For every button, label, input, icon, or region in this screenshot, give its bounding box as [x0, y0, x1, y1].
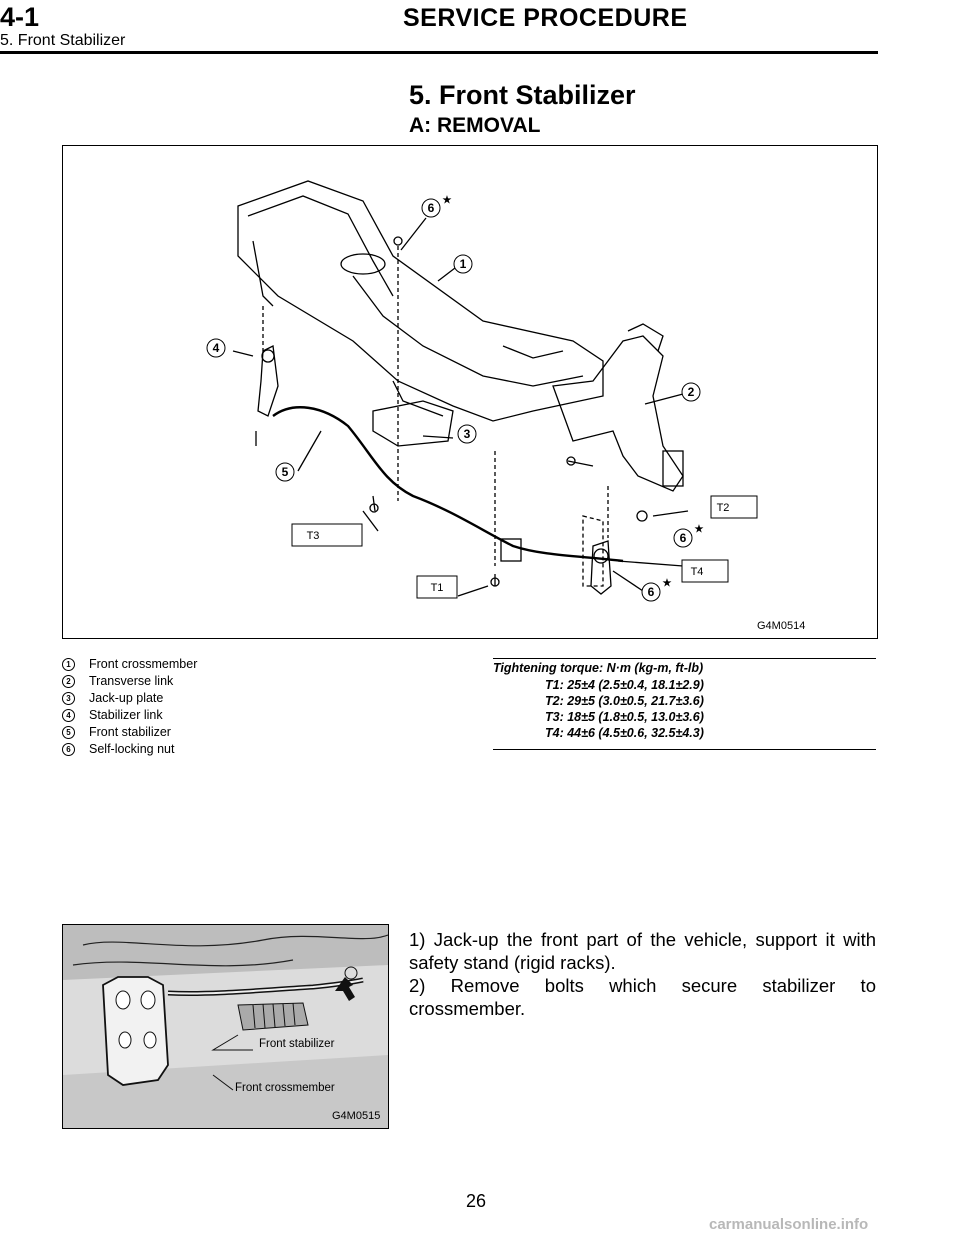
crossmember-body [237, 180, 604, 422]
callout-6-top-number: 6 [428, 201, 435, 215]
callout-4: 4 [206, 338, 226, 358]
legend-label: Transverse link [89, 674, 174, 688]
svg-text:1: 1 [460, 257, 467, 271]
label-front-stabilizer: Front stabilizer [259, 1038, 335, 1050]
legend-label: Stabilizer link [89, 708, 163, 722]
legend-label: Front stabilizer [89, 725, 171, 739]
callout-3: 3 [457, 424, 477, 444]
svg-text:5: 5 [282, 465, 289, 479]
stabilizer-photo: Front stabilizer Front crossmember [62, 924, 389, 1129]
page-title: 5. Front Stabilizer [409, 80, 636, 110]
legend-item: 3 Jack-up plate [62, 690, 197, 707]
callout-6-top-star: ★ [443, 195, 452, 206]
stabilizer-photo-drawing: Front stabilizer Front crossmember [63, 925, 388, 1128]
callout-1: 1 [453, 254, 473, 274]
torque-label-t4: T4 [681, 559, 729, 583]
torque-label-t2: T2 [710, 495, 758, 519]
svg-text:T4: T4 [691, 566, 704, 578]
figure-2-code: G4M0515 [332, 1110, 381, 1122]
legend-label: Front crossmember [89, 657, 198, 671]
svg-text:T1: T1 [431, 582, 444, 594]
torque-value-t4: T4: 44±6 (4.5±0.6, 32.5±4.3) [545, 726, 704, 740]
subheading: A: REMOVAL [409, 114, 541, 137]
legend-number: 3 [62, 692, 75, 705]
callout-6-top: 6★ [421, 195, 452, 218]
svg-text:★: ★ [663, 578, 672, 589]
watermark: carmanualsonline.info [709, 1216, 869, 1233]
jack-up-plate-shape [372, 400, 454, 447]
svg-text:T3: T3 [307, 530, 320, 542]
svg-text:3: 3 [464, 427, 471, 441]
svg-text:2: 2 [688, 385, 695, 399]
callout-5: 5 [275, 462, 295, 482]
section-number: 4-1 [0, 2, 40, 32]
section-title: SERVICE PROCEDURE [403, 4, 688, 32]
svg-text:6: 6 [648, 585, 655, 599]
page-number: 26 [466, 1191, 487, 1211]
header-rule [0, 51, 878, 54]
torque-heading: Tightening torque: N·m (kg-m, ft-lb) [493, 661, 704, 675]
procedure-steps: 1) Jack-up the front part of the vehicle… [409, 928, 876, 1020]
torque-value-t1: T1: 25±4 (2.5±0.4, 18.1±2.9) [545, 678, 704, 692]
legend-number: 5 [62, 726, 75, 739]
legend-number: 6 [62, 743, 75, 756]
legend-item: 6 Self-locking nut [62, 741, 197, 758]
torque-label-t3: T3 [291, 523, 363, 547]
step-1: 1) Jack-up the front part of the vehicle… [409, 929, 876, 973]
legend-label: Self-locking nut [89, 742, 175, 756]
legend-item: 2 Transverse link [62, 673, 197, 690]
callout-6-bottom: 6★ [641, 578, 672, 602]
stabilizer-bar-shape [272, 406, 624, 563]
label-front-crossmember: Front crossmember [235, 1082, 335, 1094]
legend-number: 1 [62, 658, 75, 671]
svg-text:4: 4 [213, 341, 220, 355]
svg-text:★: ★ [695, 524, 704, 535]
callout-6-mid: 6★ [673, 524, 704, 548]
svg-text:T2: T2 [717, 502, 730, 514]
torque-label-t1: T1 [416, 575, 458, 599]
legend-item: 5 Front stabilizer [62, 724, 197, 741]
torque-value-t3: T3: 18±5 (1.8±0.5, 13.0±3.6) [545, 710, 704, 724]
legend-item: 4 Stabilizer link [62, 707, 197, 724]
step-2: 2) Remove bolts which secure stabilizer … [409, 975, 876, 1019]
legend-number: 2 [62, 675, 75, 688]
running-subsection: 5. Front Stabilizer [0, 32, 126, 49]
torque-spec-box: Tightening torque: N·m (kg-m, ft-lb) T1:… [493, 658, 876, 750]
legend-item: 1 Front crossmember [62, 656, 197, 673]
svg-text:6: 6 [680, 531, 687, 545]
torque-value-t2: T2: 29±5 (3.0±0.5, 21.7±3.6) [545, 694, 704, 708]
transverse-link-shape [552, 335, 684, 492]
parts-legend: 1 Front crossmember 2 Transverse link 3 Jac… [62, 656, 197, 758]
legend-label: Jack-up plate [89, 691, 164, 705]
crossmember-diagram: 6★ 1 4 2 3 5 6★ 6★ T3 T1 T2 T4 [62, 145, 878, 639]
crossmember-drawing: 6★ 1 4 2 3 5 6★ 6★ T3 T1 T2 T4 [206, 180, 758, 602]
callout-2: 2 [681, 382, 701, 402]
figure-1-code: G4M0514 [757, 620, 806, 632]
legend-number: 4 [62, 709, 75, 722]
